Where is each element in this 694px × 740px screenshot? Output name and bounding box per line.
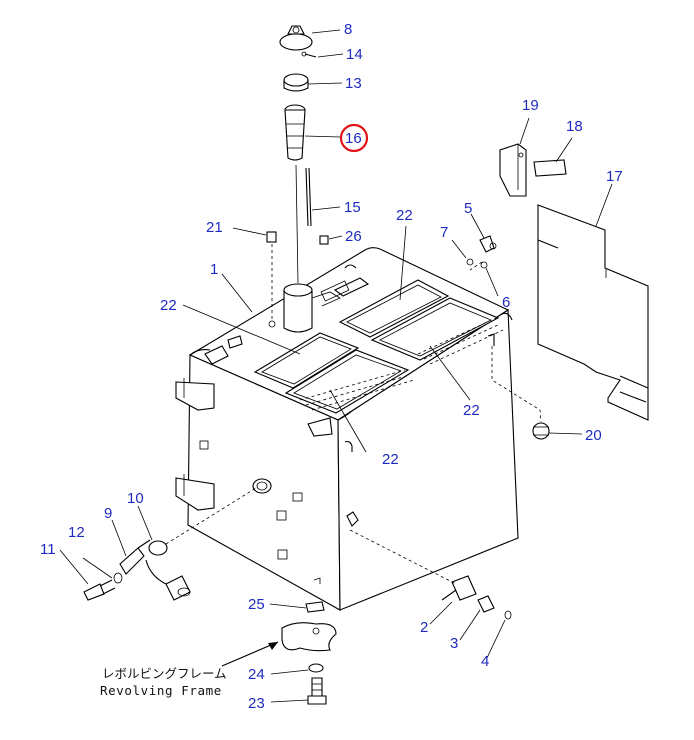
callout-5: 5 [464, 200, 472, 217]
level-gauge-port [199, 440, 303, 560]
nipple-20 [491, 346, 550, 440]
ring-13 [283, 73, 309, 92]
callout-25: 25 [248, 596, 265, 613]
callout-20: 20 [585, 427, 602, 444]
highlight-ring-16 [339, 123, 369, 153]
fuel-cap [279, 25, 313, 51]
plug-3 [477, 595, 495, 613]
callout-26: 26 [345, 228, 362, 245]
washer-24 [308, 663, 324, 673]
leader-lines [59, 29, 613, 703]
callout-17: 17 [606, 168, 623, 185]
callout-24: 24 [248, 666, 265, 683]
callout-21: 21 [206, 219, 223, 236]
plate-17 [537, 204, 649, 421]
bolt-23 [307, 677, 327, 705]
callout-1: 1 [210, 261, 218, 278]
callout-12: 12 [68, 524, 85, 541]
callout-labels: 8 14 13 16 15 21 26 1 22 22 22 22 7 5 6 … [40, 21, 623, 712]
callout-4: 4 [481, 653, 489, 670]
top-handle [333, 264, 370, 297]
inspection-cover-front-right [284, 349, 410, 414]
callout-15: 15 [344, 199, 361, 216]
bracket-19 [499, 143, 527, 197]
gauge-rod-15 [295, 164, 312, 284]
callout-22-top: 22 [396, 207, 413, 224]
side-bracket-lower [175, 474, 215, 511]
drain-point [313, 577, 321, 584]
washer-25 [305, 601, 325, 613]
side-bracket-upper [175, 378, 215, 411]
washer-12 [113, 572, 123, 584]
callout-16: 16 [345, 130, 362, 147]
oring-10 [148, 487, 257, 556]
inspection-cover-back-left [338, 279, 450, 338]
callout-9: 9 [104, 505, 112, 522]
filler-neck [283, 280, 350, 333]
revolving-frame-caption: レボルビングフレーム Revolving Frame [100, 666, 227, 698]
valve-2 [349, 529, 477, 601]
oring-7 [466, 258, 474, 266]
sensor-9 [145, 559, 191, 601]
cover-dot-pattern [299, 317, 504, 411]
top-bracket-clips [204, 335, 333, 437]
callout-22-right: 22 [463, 402, 480, 419]
callout-7: 7 [440, 224, 448, 241]
callout-22-bottom: 22 [382, 451, 399, 468]
bolt-21 [266, 231, 277, 328]
callout-22-left: 22 [160, 297, 177, 314]
callout-3: 3 [450, 635, 458, 652]
callout-18: 18 [566, 118, 583, 135]
right-face-fittings [344, 333, 495, 527]
callout-10: 10 [127, 490, 144, 507]
inspection-cover-front-left [253, 332, 360, 389]
oring-6 [480, 261, 488, 269]
callout-19: 19 [522, 97, 539, 114]
bracket-9 [119, 539, 151, 575]
bolt-26 [319, 235, 329, 245]
callout-13: 13 [345, 75, 362, 92]
callout-14: 14 [346, 46, 363, 63]
bolt-11 [83, 579, 116, 601]
callout-6: 6 [502, 294, 510, 311]
pad-18 [533, 159, 567, 177]
revolving-frame-piece [281, 622, 337, 652]
callout-23: 23 [248, 695, 265, 712]
connector-5 [469, 235, 497, 271]
callout-11: 11 [40, 541, 56, 558]
screw-14 [301, 51, 317, 58]
callout-2: 2 [420, 619, 428, 636]
strainer-16 [284, 104, 306, 161]
oring-4 [504, 610, 512, 620]
caption-english: Revolving Frame [100, 683, 222, 698]
caption-japanese: レボルビングフレーム [102, 666, 227, 681]
callout-8: 8 [344, 21, 352, 38]
